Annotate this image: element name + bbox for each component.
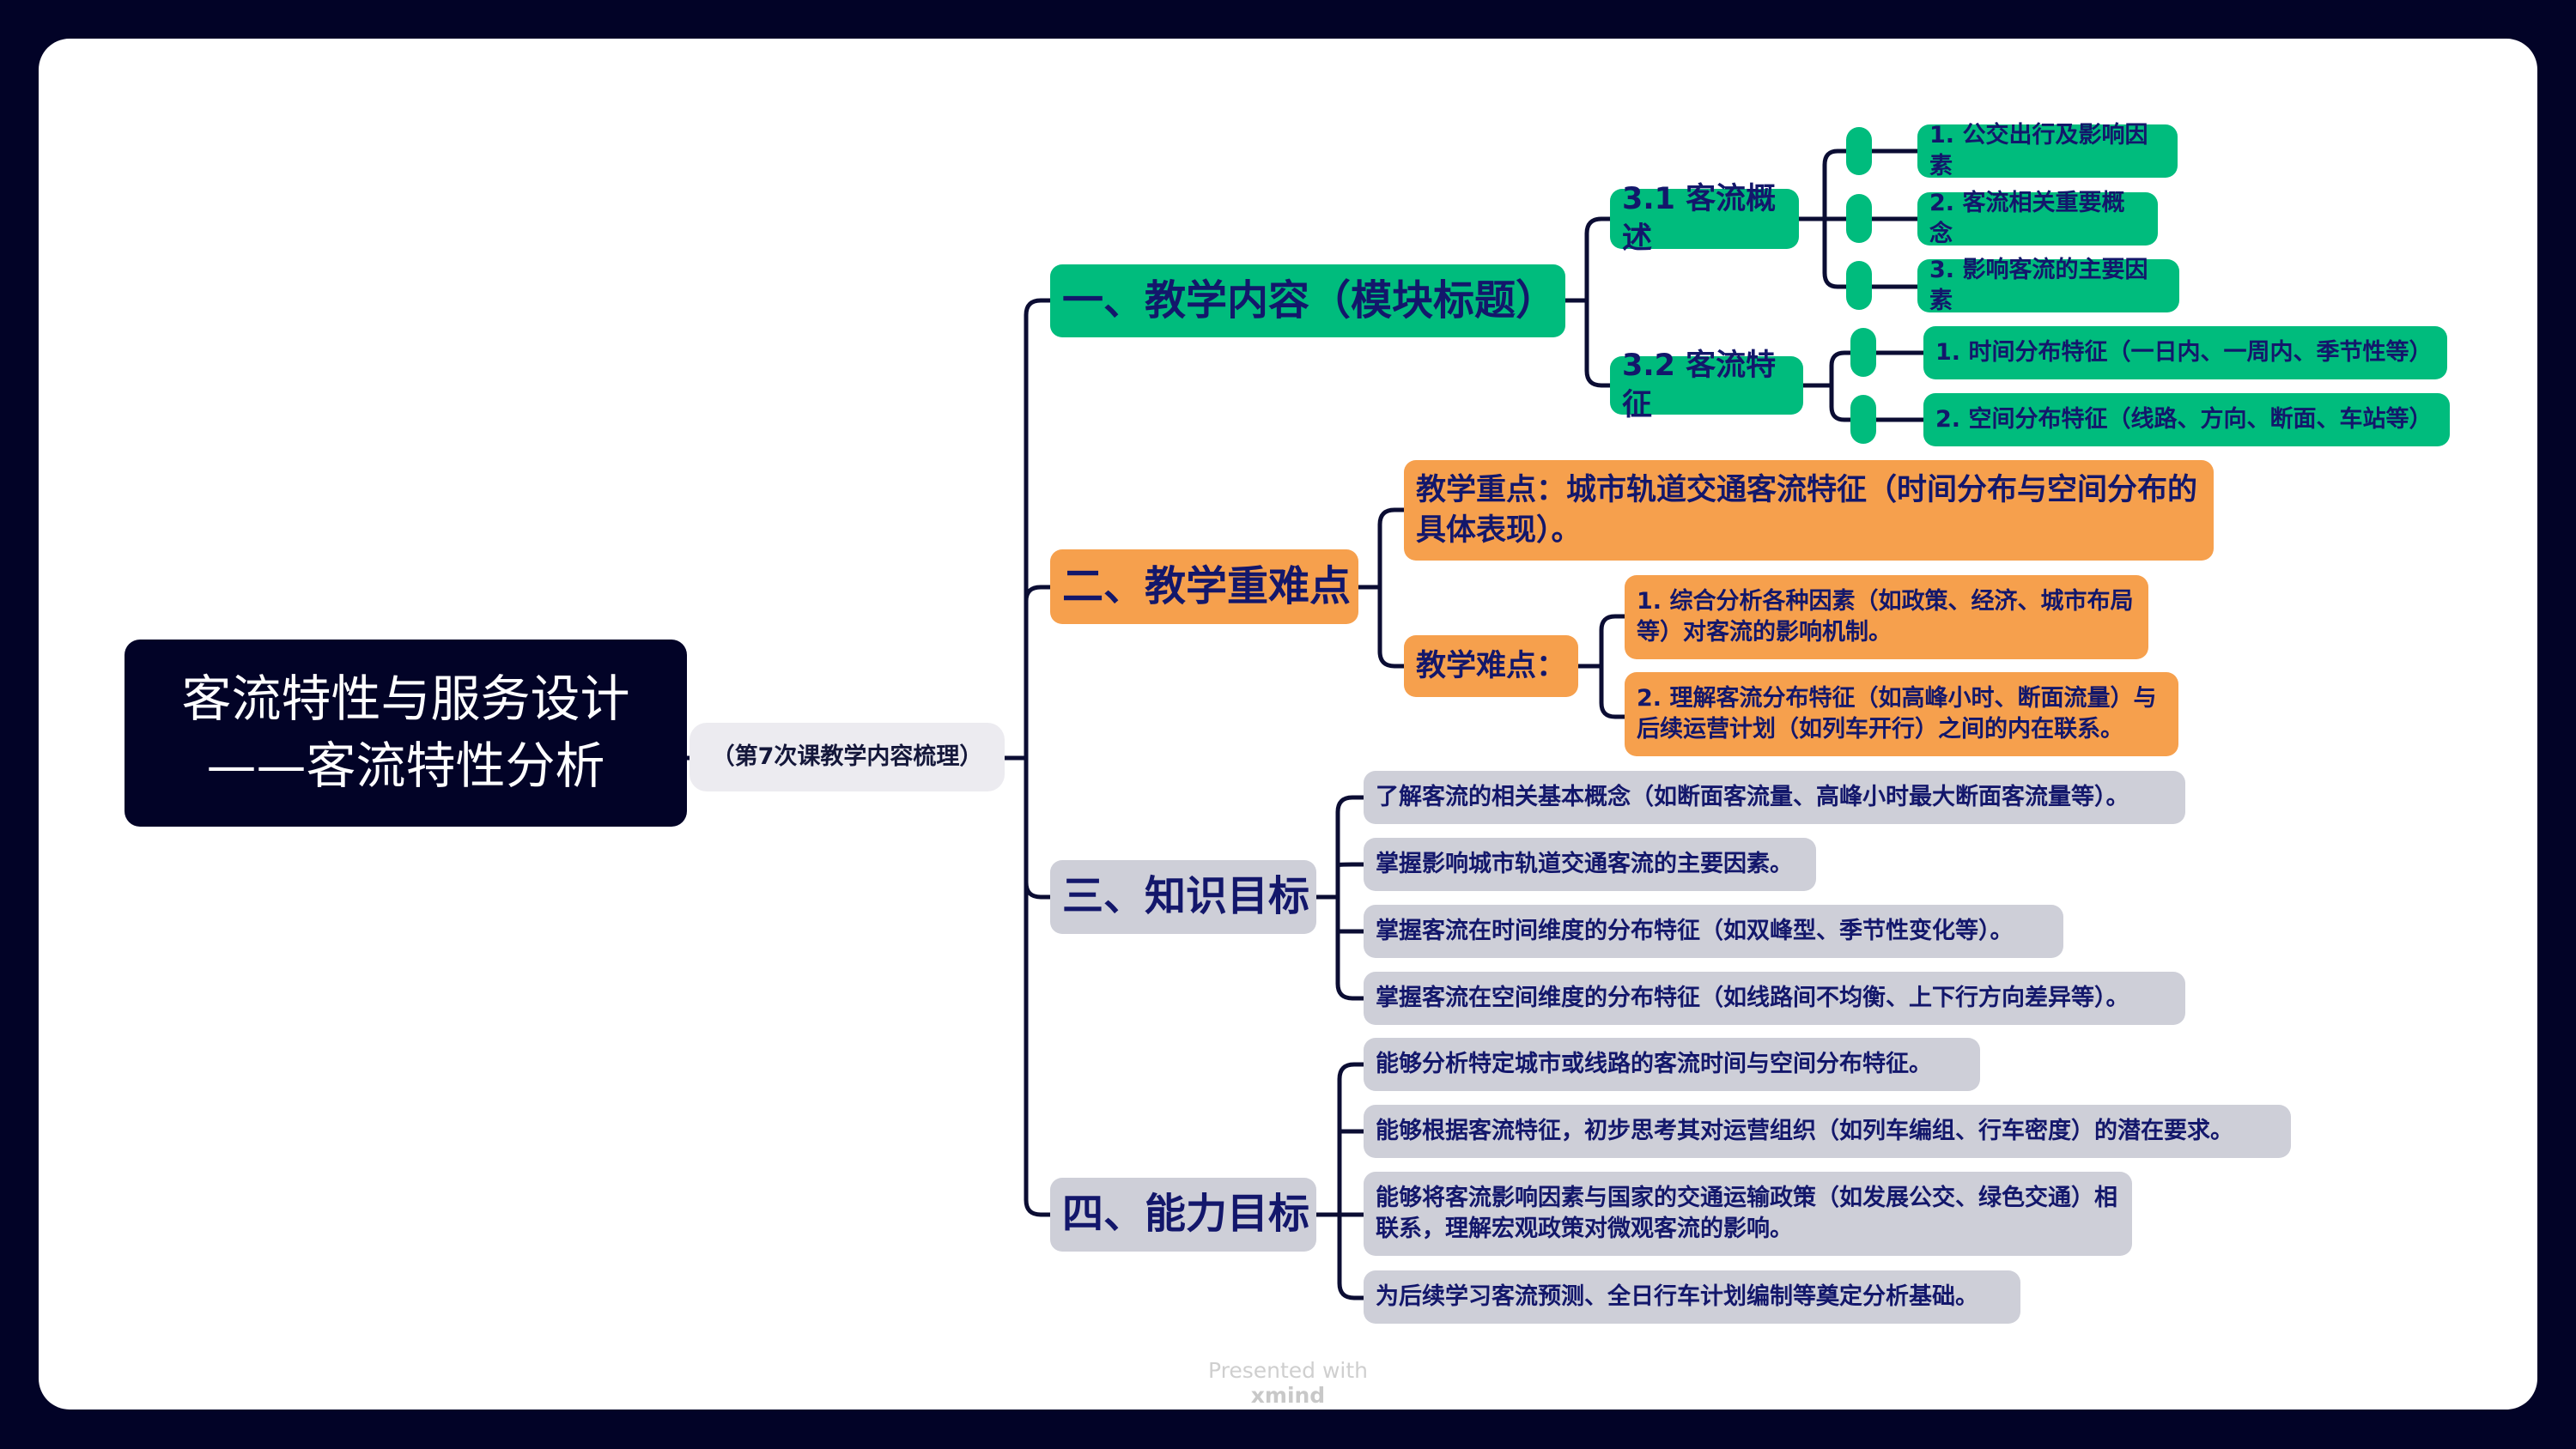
branch-label: 三、知识目标 — [1062, 872, 1310, 921]
branch-label: 二、教学重难点 — [1062, 561, 1352, 610]
ability-goal-item[interactable]: 能够分析特定城市或线路的客流时间与空间分布特征。 — [1364, 1038, 1980, 1091]
ability-goal-item[interactable]: 为后续学习客流预测、全日行车计划编制等奠定分析基础。 — [1364, 1270, 2020, 1324]
connector — [1335, 862, 1366, 934]
leaf-text: 2. 客流相关重要概念 — [1929, 190, 2125, 247]
leaf-text: 2. 理解客流分布特征（如高峰小时、断面流量）与后续运营计划（如列车开行）之间的… — [1637, 685, 2157, 743]
leaf-text: 能够分析特定城市或线路的客流时间与空间分布特征。 — [1376, 1051, 1932, 1078]
leaf-text: 了解客流的相关基本概念（如断面客流量、高峰小时最大断面客流量等）。 — [1376, 784, 2129, 811]
leaf-item[interactable]: 2. 客流相关重要概念 — [1917, 190, 2158, 247]
topic-label: 教学难点： — [1416, 648, 1567, 683]
leaf-text: 1. 时间分布特征（一日内、一周内、季节性等） — [1935, 339, 2433, 367]
branch-ability-goals[interactable]: 四、能力目标 — [1050, 1178, 1316, 1252]
root-topic[interactable]: 客流特性与服务设计 ——客流特性分析 — [125, 640, 687, 827]
connector — [1337, 1062, 1366, 1300]
connector — [1337, 1129, 1366, 1217]
connector — [1599, 614, 1627, 719]
connector — [1829, 350, 1857, 422]
collapsed-node-marker[interactable] — [1846, 194, 1872, 243]
topic-label: 3.1 客流概述 — [1622, 181, 1777, 256]
leaf-text: 能够将客流影响因素与国家的交通运输政策（如发展公交、绿色交通）相联系，理解宏观政… — [1376, 1185, 2117, 1242]
branch-label: 四、能力目标 — [1062, 1190, 1310, 1239]
ability-goal-item[interactable]: 能够将客流影响因素与国家的交通运输政策（如发展公交、绿色交通）相联系，理解宏观政… — [1364, 1172, 2132, 1256]
knowledge-goal-item[interactable]: 掌握客流在时间维度的分布特征（如双峰型、季节性变化等）。 — [1364, 905, 2063, 958]
topic-passenger-flow-overview[interactable]: 3.1 客流概述 — [1610, 182, 1799, 256]
presented-with-xmind-footer: Presented with xmind — [1176, 1358, 1400, 1408]
leaf-text: 1. 综合分析各种因素（如政策、经济、城市布局等）对客流的影响机制。 — [1637, 588, 2134, 646]
collapsed-node-marker[interactable] — [1846, 261, 1872, 310]
connector — [1024, 585, 1053, 603]
leaf-text: 1. 公交出行及影响因素 — [1929, 122, 2148, 179]
connector — [1024, 880, 1053, 900]
topic-text: 教学重点：城市轨道交通客流特征（时间分布与空间分布的具体表现）。 — [1416, 473, 2198, 548]
connector — [1584, 216, 1613, 388]
leaf-item[interactable]: 3. 影响客流的主要因素 — [1917, 257, 2179, 314]
collapsed-node-marker[interactable] — [1850, 328, 1876, 377]
topic-label: 3.2 客流特征 — [1622, 348, 1777, 422]
knowledge-goal-item[interactable]: 了解客流的相关基本概念（如断面客流量、高峰小时最大断面客流量等）。 — [1364, 771, 2185, 824]
topic-difficulty[interactable]: 教学难点： — [1404, 635, 1578, 697]
xmind-logo-text: xmind — [1250, 1383, 1326, 1408]
connector — [1335, 795, 1366, 1001]
connector — [1024, 298, 1053, 1217]
branch-teaching-content[interactable]: 一、教学内容（模块标题） — [1050, 264, 1565, 337]
knowledge-goal-item[interactable]: 掌握影响城市轨道交通客流的主要因素。 — [1364, 838, 1816, 891]
root-title-line2: ——客流特性分析 — [206, 737, 605, 795]
leaf-text: 能够根据客流特征，初步思考其对运营组织（如列车编组、行车密度）的潜在要求。 — [1376, 1118, 2233, 1145]
ability-goal-item[interactable]: 能够根据客流特征，初步思考其对运营组织（如列车编组、行车密度）的潜在要求。 — [1364, 1105, 2291, 1158]
branch-label: 一、教学内容（模块标题） — [1062, 276, 1558, 324]
topic-passenger-flow-characteristics[interactable]: 3.2 客流特征 — [1610, 349, 1803, 422]
footer-prefix: Presented with — [1207, 1358, 1369, 1383]
leaf-text: 掌握客流在时间维度的分布特征（如双峰型、季节性变化等）。 — [1376, 918, 2014, 945]
leaf-item[interactable]: 1. 时间分布特征（一日内、一周内、季节性等） — [1923, 326, 2447, 379]
difficulty-item[interactable]: 2. 理解客流分布特征（如高峰小时、断面流量）与后续运营计划（如列车开行）之间的… — [1625, 672, 2178, 756]
leaf-item[interactable]: 1. 公交出行及影响因素 — [1917, 122, 2178, 179]
subtitle-text: （第7次课教学内容梳理） — [711, 743, 983, 771]
leaf-item[interactable]: 2. 空间分布特征（线路、方向、断面、车站等） — [1923, 393, 2450, 446]
leaf-text: 掌握客流在空间维度的分布特征（如线路间不均衡、上下行方向差异等）。 — [1376, 985, 2129, 1012]
leaf-text: 为后续学习客流预测、全日行车计划编制等奠定分析基础。 — [1376, 1283, 1978, 1311]
root-title-line1: 客流特性与服务设计 — [181, 670, 630, 729]
connector — [1822, 149, 1853, 289]
leaf-text: 2. 空间分布特征（线路、方向、断面、车站等） — [1935, 406, 2433, 433]
collapsed-node-marker[interactable] — [1850, 395, 1876, 444]
subtitle-topic[interactable]: （第7次课教学内容梳理） — [690, 723, 1005, 791]
leaf-text: 3. 影响客流的主要因素 — [1929, 257, 2148, 314]
topic-key-point[interactable]: 教学重点：城市轨道交通客流特征（时间分布与空间分布的具体表现）。 — [1404, 460, 2214, 561]
collapsed-node-marker[interactable] — [1846, 127, 1872, 175]
branch-knowledge-goals[interactable]: 三、知识目标 — [1050, 860, 1316, 934]
connector — [1377, 507, 1406, 669]
difficulty-item[interactable]: 1. 综合分析各种因素（如政策、经济、城市布局等）对客流的影响机制。 — [1625, 575, 2148, 659]
leaf-text: 掌握影响城市轨道交通客流的主要因素。 — [1376, 851, 1793, 878]
knowledge-goal-item[interactable]: 掌握客流在空间维度的分布特征（如线路间不均衡、上下行方向差异等）。 — [1364, 972, 2185, 1025]
branch-key-difficult-points[interactable]: 二、教学重难点 — [1050, 549, 1358, 624]
